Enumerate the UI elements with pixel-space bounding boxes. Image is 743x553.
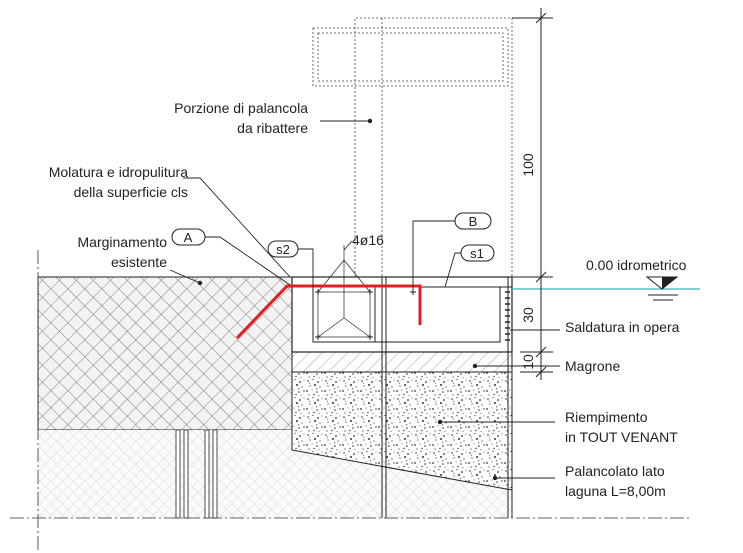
dim-30: 30 — [520, 307, 536, 323]
rebar-crosses — [315, 289, 416, 340]
tag-A: A — [171, 228, 206, 246]
existing-embankment — [37, 276, 293, 431]
label-molatura-1: Molatura e idropulitura — [49, 164, 189, 180]
dimension-lines — [512, 8, 553, 380]
svg-text:B: B — [469, 214, 478, 229]
label-palancolato-1: Palancolato lato — [565, 463, 665, 479]
label-rebars: 4ø16 — [352, 232, 384, 248]
leader-lines — [169, 120, 560, 479]
magrone-layer — [291, 351, 513, 373]
label-porzione-2: da ribattere — [237, 120, 308, 136]
label-saldatura: Saldatura in opera — [565, 319, 680, 335]
label-marginamento-2: esistente — [111, 254, 167, 270]
label-molatura-2: della superficie cls — [74, 184, 188, 200]
svg-text:s2: s2 — [276, 242, 290, 257]
label-idrometrico: 0.00 idrometrico — [586, 257, 687, 273]
soil-below — [38, 430, 512, 518]
water-level-symbol — [645, 276, 679, 301]
concrete-cap — [291, 276, 513, 353]
tag-s1: s1 — [460, 244, 495, 262]
leader-dots — [197, 118, 498, 481]
dim-10: 10 — [520, 354, 536, 370]
label-riempimento-1: Riempimento — [565, 409, 648, 425]
sheet-pile-portion — [312, 17, 513, 277]
label-magrone: Magrone — [565, 358, 620, 374]
dim-100: 100 — [520, 153, 536, 177]
label-marginamento-1: Marginamento — [78, 234, 168, 250]
svg-text:s1: s1 — [470, 246, 484, 261]
tag-s2: s2 — [267, 240, 299, 258]
red-rebar — [235, 284, 422, 340]
label-porzione-1: Porzione di palancola — [174, 100, 308, 116]
label-riempimento-2: in TOUT VENANT — [565, 429, 678, 445]
label-palancolato-2: laguna L=8,00m — [565, 483, 666, 499]
tag-B: B — [454, 212, 492, 230]
svg-text:A: A — [184, 230, 193, 245]
weld-mark — [505, 291, 510, 341]
